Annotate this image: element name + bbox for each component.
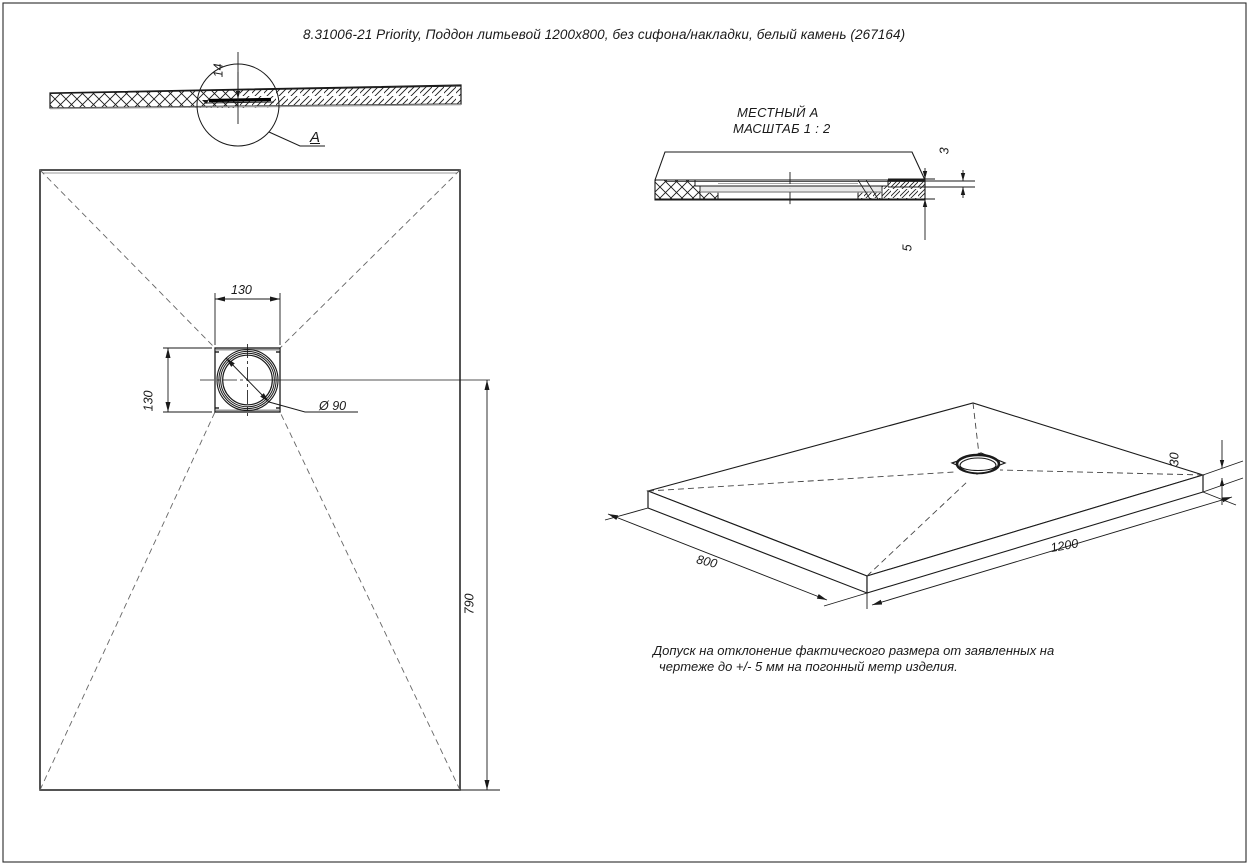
plan-tray-outline (39, 169, 461, 791)
dim-790 (460, 380, 500, 791)
iso-drain (950, 452, 1007, 475)
detail-plate-gasket (699, 185, 883, 193)
detail-plate-lower (699, 192, 883, 200)
section-outline (49, 84, 462, 109)
section-drain-plate-under (205, 101, 275, 104)
dim-1200 (866, 491, 1237, 609)
dim-5 (888, 168, 935, 240)
section-drain-plate (208, 97, 272, 103)
dim-3 (888, 170, 975, 198)
tolerance-note-line1: Допуск на отклонение фактического размер… (653, 643, 1055, 658)
dim30-ext-top (1202, 460, 1244, 476)
dim-790-label: 790 (462, 593, 477, 615)
plan-slope-lines (39, 169, 461, 791)
detail-plate-upper (694, 179, 889, 187)
detail-bevel-strokes (857, 179, 879, 200)
iso-drain-bowl (959, 465, 997, 472)
section-bottom-shade (49, 103, 462, 110)
page-title: 8.31006-21 Priority, Поддон литьевой 120… (303, 27, 906, 42)
slope-line-tr (279, 169, 461, 349)
dim1200-line (871, 496, 1233, 606)
dim-130-vertical-label: 130 (141, 390, 156, 412)
section-hatch-right (238, 85, 461, 108)
dim-diameter-90-label: Ø 90 (319, 399, 347, 413)
dim800-line (607, 513, 828, 601)
section-top-surface (49, 85, 462, 94)
dim30-ext-bottom (1202, 477, 1244, 493)
dim800-ext-a (604, 507, 649, 521)
slope-line-tl (39, 169, 216, 349)
dim-130-horizontal-label: 130 (231, 283, 252, 297)
dia90-leader (268, 401, 358, 413)
dim1200-ext-b (1202, 491, 1237, 506)
detail-heading-line2: МАСШТАБ 1 : 2 (733, 121, 831, 136)
plan-view (39, 169, 500, 791)
iso-slope-back (972, 402, 981, 464)
iso-slope-right (999, 469, 1204, 476)
iso-top-face (646, 402, 1205, 577)
detail-heading-line1: МЕСТНЫЙ А (737, 105, 819, 120)
plan-drain-corner-ticks (215, 351, 280, 409)
dim-800 (604, 507, 868, 607)
dim-14-label: 14 (211, 63, 226, 78)
iso-drain-ring-inner (959, 457, 997, 474)
dim800-ext-b (823, 592, 868, 607)
dim-130-horizontal (214, 293, 281, 345)
dim-130-vertical (163, 347, 212, 413)
section-drain-notch (202, 100, 209, 104)
section-hatch-left (50, 90, 238, 108)
dim-diameter-90 (225, 357, 358, 413)
dim-3-label: 3 (937, 147, 952, 155)
tolerance-note-line2: чертеже до +/- 5 мм на погонный метр изд… (659, 659, 958, 674)
isometric-view (604, 402, 1244, 609)
cross-section-view (49, 52, 462, 147)
dim-30 (1202, 440, 1244, 505)
dim-5-label: 5 (900, 244, 915, 252)
detail-circle-leader (268, 131, 325, 147)
iso-slope-left (647, 471, 956, 492)
local-detail-a-view (654, 151, 975, 240)
detail-callout-a-label: A (310, 129, 321, 146)
dim-30-label: 30 (1167, 452, 1182, 467)
dia90-diagonal (225, 357, 270, 403)
